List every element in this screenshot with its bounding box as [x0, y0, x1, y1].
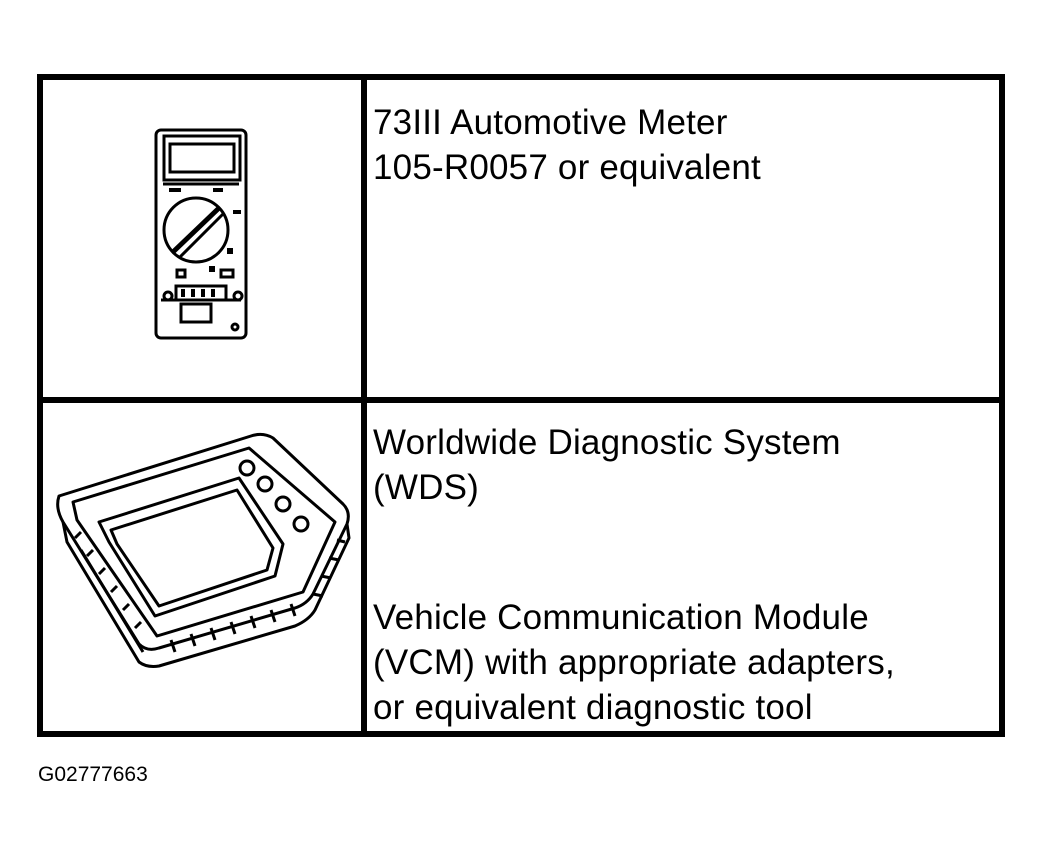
row-2-extra-description: Vehicle Communication Module (VCM) with … — [373, 595, 895, 730]
row-2-extra-line-2: (VCM) with appropriate adapters, — [373, 643, 895, 682]
row-2-line-1: Worldwide Diagnostic System — [373, 423, 841, 462]
row-2-line-2: (WDS) — [373, 468, 479, 507]
row-divider — [43, 397, 999, 403]
row-2-extra-line-1: Vehicle Communication Module — [373, 598, 869, 637]
row-1-description: 73III Automotive Meter 105-R0057 or equi… — [373, 100, 761, 190]
figure-id: G02777663 — [38, 763, 148, 786]
row-2-description: Worldwide Diagnostic System (WDS) — [373, 420, 841, 510]
column-divider — [361, 80, 367, 731]
multimeter-icon — [151, 124, 251, 344]
tool-table: 73III Automotive Meter 105-R0057 or equi… — [37, 74, 1005, 737]
row-2-extra-line-3: or equivalent diagnostic tool — [373, 688, 813, 727]
row-1-line-1: 73III Automotive Meter — [373, 103, 728, 142]
row-1-line-2: 105-R0057 or equivalent — [373, 148, 761, 187]
diagnostic-tablet-icon — [51, 426, 357, 670]
